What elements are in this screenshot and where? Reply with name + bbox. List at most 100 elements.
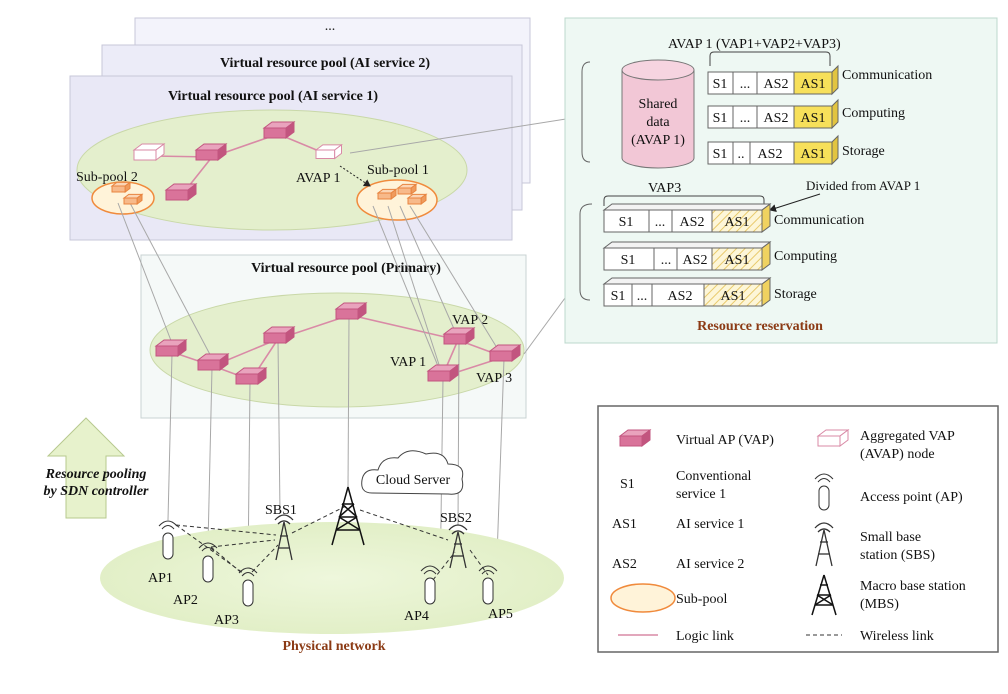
- divided-note: Divided from AVAP 1: [806, 178, 920, 193]
- mbs-tower-icon: [331, 486, 365, 546]
- mapping-lines: [117, 112, 605, 591]
- svg-text:AS1: AS1: [721, 289, 746, 304]
- legend-s1-line1: Conventional: [676, 469, 752, 484]
- svg-text:AS2: AS2: [683, 253, 708, 268]
- vap-node-icon: [234, 367, 268, 385]
- legend-vap: Virtual AP (VAP): [676, 433, 774, 448]
- avap-row-computing: S1 ... AS2 AS1 Computing: [707, 98, 905, 130]
- vap-node-icon: [376, 188, 398, 201]
- vap-node-icon: [194, 143, 228, 161]
- svg-text:S1: S1: [713, 77, 728, 92]
- vap3-title: VAP3: [648, 181, 681, 196]
- shared-line1: Shared: [639, 97, 678, 112]
- legend-vap-icon: [618, 429, 652, 447]
- row-computing-label: Computing: [842, 106, 905, 121]
- svg-text:AS1: AS1: [725, 215, 750, 230]
- legend-logic: Logic link: [676, 629, 734, 644]
- primary-pool-title: Virtual resource pool (Primary): [251, 261, 441, 276]
- vap-node-icon: [262, 121, 296, 139]
- pooling-line1: Resource pooling: [45, 467, 147, 482]
- legend-sbs-line1: Small base: [860, 530, 921, 545]
- vap-node-icon: [488, 344, 522, 362]
- svg-text:Communication: Communication: [774, 213, 864, 228]
- resource-pooling: Resource pooling by SDN controller: [44, 417, 150, 519]
- legend-ap: Access point (AP): [860, 490, 963, 505]
- shared-data-cylinder: Shared data (AVAP 1): [581, 59, 695, 169]
- svg-text:AS2: AS2: [764, 111, 789, 126]
- svg-text:AS1: AS1: [725, 253, 750, 268]
- svg-text:S1: S1: [713, 111, 728, 126]
- physical-ellipse: [100, 522, 564, 634]
- pooling-line2: by SDN controller: [44, 484, 150, 499]
- svg-text:...: ...: [661, 253, 672, 268]
- svg-text:...: ...: [655, 215, 666, 230]
- svg-text:S1: S1: [713, 147, 728, 162]
- vap-node-icon: [334, 302, 368, 320]
- reservation-footer: Resource reservation: [697, 319, 823, 334]
- legend-s1-line2: service 1: [676, 487, 726, 502]
- vap3-bracket: [603, 195, 765, 206]
- vap3-label: VAP 3: [476, 371, 512, 386]
- cloud-label: Cloud Server: [376, 473, 451, 488]
- svg-text:...: ...: [740, 111, 751, 126]
- shared-line3: (AVAP 1): [631, 133, 685, 148]
- svg-text:S1: S1: [619, 215, 634, 230]
- ai1-pool-title: Virtual resource pool (AI service 1): [168, 89, 378, 104]
- vap-node-icon: [164, 183, 198, 201]
- legend-as1: AI service 1: [676, 517, 744, 532]
- vap-node-icon: [262, 326, 296, 344]
- legend-ap-icon: [814, 473, 834, 511]
- svg-text:AS2: AS2: [680, 215, 705, 230]
- sbs1-tower-icon: [274, 514, 294, 561]
- legend-s1-symbol: S1: [620, 477, 635, 492]
- vap3-row-communication: S1 ... AS2 AS1 Communication: [602, 203, 864, 233]
- svg-text:...: ...: [740, 77, 751, 92]
- avap-bracket: [709, 51, 831, 66]
- legend-sbs-line2: station (SBS): [860, 548, 935, 563]
- svg-text:AS2: AS2: [758, 147, 783, 162]
- legend-sbs-icon: [814, 522, 834, 567]
- vap-node-icon: [196, 353, 230, 371]
- legend-as2-symbol: AS2: [612, 557, 637, 572]
- svg-text:AS1: AS1: [801, 111, 826, 126]
- ap1-icon: [158, 520, 178, 560]
- legend-avap-line1: Aggregated VAP: [860, 429, 955, 444]
- svg-text:AS1: AS1: [801, 77, 826, 92]
- svg-text:S1: S1: [611, 289, 626, 304]
- ap4-label: AP4: [404, 609, 429, 624]
- ap5-label: AP5: [488, 607, 513, 622]
- legend-avap-icon: [816, 429, 850, 447]
- svg-text:Storage: Storage: [774, 287, 817, 302]
- row-storage-label: Storage: [842, 144, 885, 159]
- ap1-label: AP1: [148, 571, 173, 586]
- svg-text:AS2: AS2: [668, 289, 693, 304]
- ap5-icon: [478, 565, 498, 605]
- ap4-icon: [420, 565, 440, 605]
- avap-title: AVAP 1 (VAP1+VAP2+VAP3): [668, 37, 841, 52]
- legend-subpool-icon: [610, 583, 676, 613]
- shared-line2: data: [646, 115, 670, 130]
- vap-node-icon: [426, 364, 460, 382]
- ap2-icon: [198, 542, 218, 583]
- ai2-pool-title: Virtual resource pool (AI service 2): [220, 56, 430, 71]
- ap3-icon: [238, 567, 258, 607]
- vap3-row-storage: S1 ... AS2 AS1 Storage: [602, 277, 817, 307]
- sbs2-tower-icon: [448, 524, 468, 569]
- vap-node-icon: [442, 327, 476, 345]
- vap-nodes: [110, 121, 522, 385]
- legend: Virtual AP (VAP) Aggregated VAP (AVAP) n…: [597, 405, 999, 653]
- legend-as2: AI service 2: [676, 557, 744, 572]
- svg-text:S1: S1: [621, 253, 636, 268]
- svg-text:...: ...: [637, 289, 648, 304]
- resource-reservation-panel: AVAP 1 (VAP1+VAP2+VAP3) Shared data (AVA…: [564, 17, 998, 344]
- avap-row-storage: S1 .. AS2 AS1 Storage: [707, 134, 885, 166]
- vap-node-icon: [122, 193, 144, 206]
- subpool-1: [356, 179, 438, 221]
- avap-node-icon: [314, 143, 343, 160]
- vap2-label: VAP 2: [452, 313, 488, 328]
- legend-mbs-line1: Macro base station: [860, 579, 966, 594]
- vap-node-icon: [154, 339, 188, 357]
- legend-avap-line2: (AVAP) node: [860, 447, 935, 462]
- svg-text:AS2: AS2: [764, 77, 789, 92]
- avap1-label: AVAP 1: [296, 171, 341, 186]
